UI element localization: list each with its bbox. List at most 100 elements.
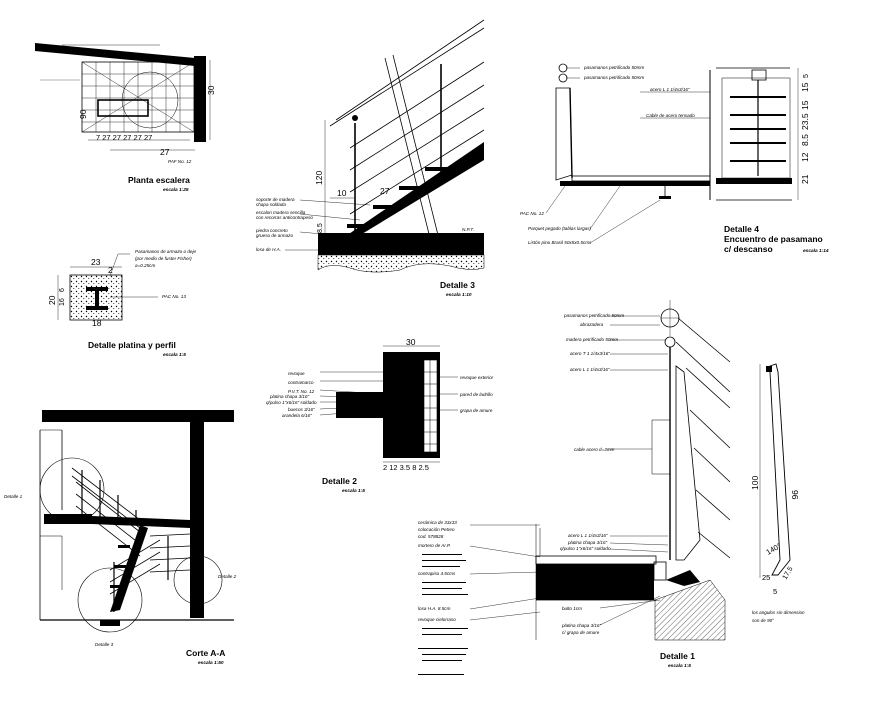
d1-note-t4: acero L 1 1/4x3/16" xyxy=(570,367,610,372)
d4-dimv-2: 15 xyxy=(800,100,810,110)
d1-note-r0: bulto 1cm xyxy=(562,606,582,611)
d2-title: Detalle 2 xyxy=(322,476,357,486)
angle-profile: 100 96 140° 25 5 17.5 los angulos sin di… xyxy=(750,363,805,623)
d2-note-l5: buecos 3/16" xyxy=(288,407,315,412)
detalle-1: pasamanos petrificado 50mm abrazadera ma… xyxy=(418,300,731,675)
d4-note-0: pasamanos petrificado 50mm xyxy=(583,65,644,70)
corte-a-a: Detalle 1 Detalle 2 Detalle 3 Corte A-A … xyxy=(4,410,237,666)
d4-note-2: acero L 1 1/4x3/16" xyxy=(650,87,690,92)
d3-note-5: grueso de armazo xyxy=(256,233,293,238)
d4-title-1: Detalle 4 xyxy=(724,224,759,234)
corte-label-d1: Detalle 1 xyxy=(4,494,23,499)
d4-dimv-3: 23.5 xyxy=(800,113,810,130)
d4-dimv-1: 15 xyxy=(800,82,810,92)
platina-dim-16: 16 xyxy=(59,298,66,306)
d1-note-t0: pasamanos petrificado 50mm xyxy=(563,313,624,318)
d1-note-l0: cerámica de 33x33 xyxy=(418,520,457,525)
d1-note-l6: revoque cielorraso xyxy=(418,617,456,622)
d1-note-t3: acero T 1 1/4x3/16" xyxy=(570,351,610,356)
d4-dimv-5: 12 xyxy=(800,152,810,162)
d4-dimv-0: 5 xyxy=(803,74,810,78)
planta-title: Planta escalera xyxy=(128,175,190,185)
d3-note-2: escalon madera sencilla xyxy=(256,210,306,215)
platina-dim-bot: 18 xyxy=(92,318,102,328)
corte-scale: escala 1:50 xyxy=(198,660,224,666)
d4-note-4: PAC No. 12 xyxy=(520,211,544,216)
d4-scale: escala 1:14 xyxy=(803,248,829,254)
d4-note-3: Cable de acero tensado xyxy=(646,113,695,118)
planta-escalera: 90 7 27 27 27 27 27 27 30 PAF No. 12 Pla… xyxy=(35,43,216,193)
d1-note-m2: q/pulso 1"x6/16" soldado xyxy=(560,546,611,551)
d1-note-l4: contrapiso 4.5cms xyxy=(418,571,456,576)
d1-note-t1: abrazadera xyxy=(580,322,604,327)
d1-note-l1: colocación Petreo xyxy=(418,527,455,532)
angle-dim-96: 96 xyxy=(790,490,800,500)
d2-bottom: 2 12 3.5 8 2.5 xyxy=(383,463,429,472)
d2-top: 30 xyxy=(406,337,416,347)
d3-scale: escala 1:10 xyxy=(446,292,472,298)
platina-note-c: a=0.25cm xyxy=(135,263,155,268)
platina-scale: escala 1:5 xyxy=(163,352,186,358)
d3-note-4: piedra concreto xyxy=(255,228,288,233)
angle-dim-5: 5 xyxy=(773,587,777,596)
d3-title: Detalle 3 xyxy=(440,280,475,290)
platina-note-a: Pasamanos de armazo o deje xyxy=(135,249,196,254)
d2-note-l0: revoque xyxy=(288,371,305,376)
corte-title: Corte A-A xyxy=(186,648,225,658)
platina-dim-top: 23 xyxy=(91,257,101,267)
d4-dimv-6: 21 xyxy=(800,174,810,184)
planta-dim-90: 90 xyxy=(78,109,88,119)
d2-scale: escala 1:5 xyxy=(342,488,365,494)
platina-note-b: (por medio de fuster Fisher) xyxy=(135,256,192,261)
planta-note: PAF No. 12 xyxy=(168,159,192,164)
d3-dim-85: 8.5 xyxy=(317,223,324,233)
detalle-4: 5 15 15 23.5 8.5 12 21 pasamanos petrifi… xyxy=(520,63,829,254)
platina-dim-6: 6 xyxy=(59,288,66,292)
planta-dim-steps: 7 27 27 27 27 27 xyxy=(96,133,152,142)
d4-dimv-4: 8.5 xyxy=(800,134,810,146)
d3-dim-27: 27 xyxy=(380,186,390,196)
planta-dim-27: 27 xyxy=(160,147,170,157)
d2-note-r1: pared de ladrillo xyxy=(459,392,493,397)
d1-cable: cable acero d=3mm xyxy=(574,447,615,452)
d3-dim-10: 10 xyxy=(337,188,347,198)
d4-note-6: Listón pino Brasil 50x5x0.5cms xyxy=(528,240,592,245)
d2-note-r2: grapa de amure xyxy=(460,408,493,413)
d1-note-r1: platina chapa 3/16" xyxy=(561,623,602,628)
d1-note-m1: platina chapa 3/16" xyxy=(567,540,608,545)
d1-title: Detalle 1 xyxy=(660,651,695,661)
d1-note-l2: cod. 578828 xyxy=(418,534,444,539)
d3-note-3: con recorras anticontrapeso xyxy=(256,215,313,220)
detalle-2: 30 2 12 3.5 8 2.5 revoque contramarco P.… xyxy=(266,337,494,494)
corte-label-d2: Detalle 2 xyxy=(218,574,237,579)
d3-level: N.P.T. xyxy=(462,227,474,232)
platina-note-d: PAC No. 13 xyxy=(162,294,186,299)
platina-title: Detalle platina y perfil xyxy=(88,340,176,350)
d3-note-0: soporte de madera xyxy=(256,197,295,202)
detalle-platina: 23 2 20 6 16 18 Pasamanos de armazo o de… xyxy=(47,249,196,358)
d2-note-l3: platina chapa 3/16" xyxy=(269,394,310,399)
d1-note-l5: losa H.A. 8.5cm xyxy=(418,606,451,611)
d2-note-l6: arandela 6/16" xyxy=(282,413,312,418)
planta-scale: escala 1:25 xyxy=(163,187,189,193)
d4-title-3: c/ descanso xyxy=(724,244,773,254)
d4-note-1: pasamanos petrificado 50mm xyxy=(583,75,644,80)
d3-note-1: chapa soldada xyxy=(256,202,286,207)
angle-note-2: son de 90° xyxy=(752,618,774,623)
d2-note-l4: q/pulso 1"x6/16" soldado xyxy=(266,400,317,405)
angle-dim-100: 100 xyxy=(750,476,760,490)
d1-scale: escala 1:5 xyxy=(668,663,691,669)
d2-note-r0: revoque exterior xyxy=(460,375,494,380)
d2-note-l2: P.V.T. No. 12 xyxy=(288,389,315,394)
platina-dim-top2: 2 xyxy=(108,265,113,275)
planta-dim-30: 30 xyxy=(206,85,216,95)
angle-dim-25: 25 xyxy=(762,573,770,582)
platina-dim-left: 20 xyxy=(47,295,57,305)
detalle-3: 120 10 27 8.5 soporte de madera chapa so… xyxy=(255,19,485,298)
angle-note-1: los angulos sin dimension xyxy=(752,610,805,615)
corte-label-d3: Detalle 3 xyxy=(95,642,114,647)
d4-note-5: Parquet pegado (tablas largas) xyxy=(528,226,592,231)
d1-note-l3: mortero de Ar.P. xyxy=(418,543,451,548)
d1-note-t2: madera petrificado 50mm xyxy=(566,337,618,342)
